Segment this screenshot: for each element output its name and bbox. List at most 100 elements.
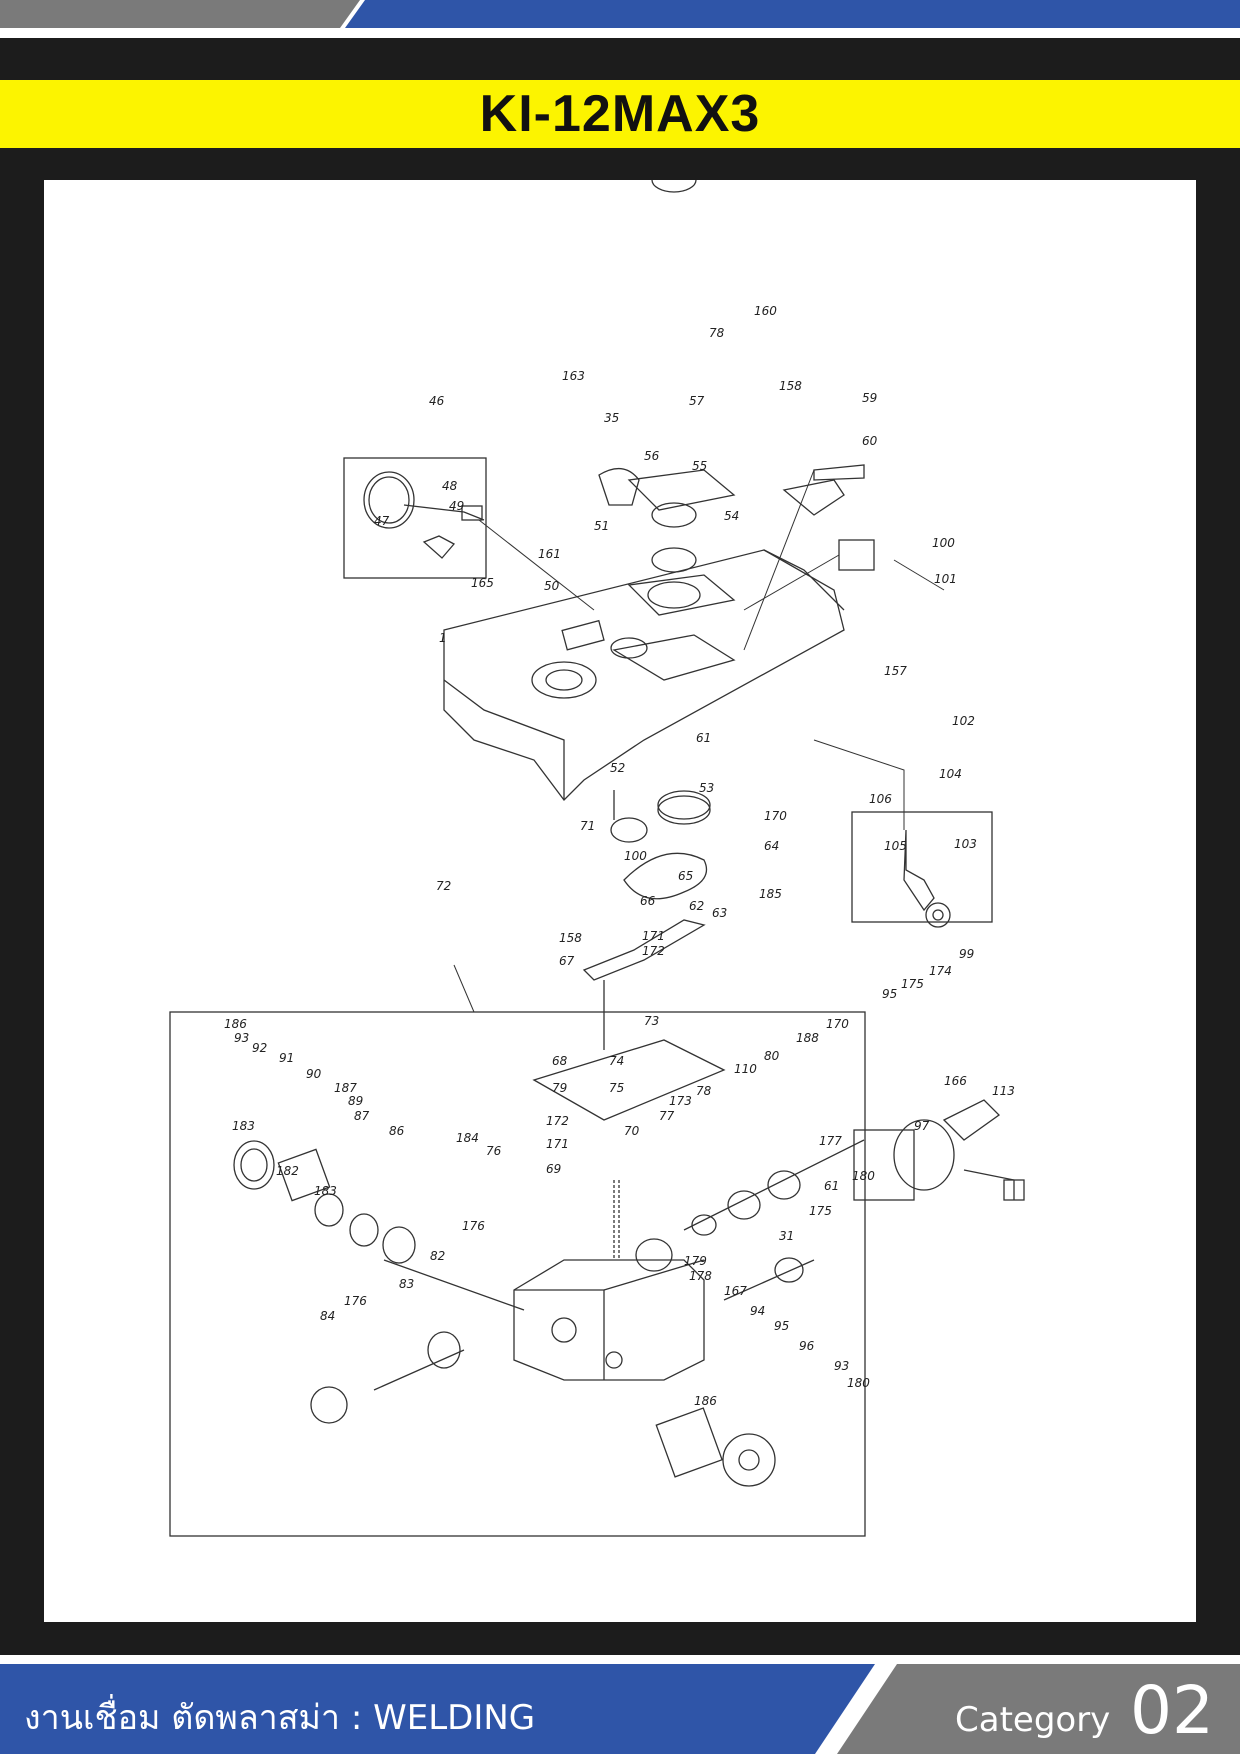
part-label: 172 <box>546 1114 569 1128</box>
part-label: 170 <box>826 1017 849 1031</box>
part-label: 176 <box>462 1219 485 1233</box>
part-label: 82 <box>430 1249 445 1263</box>
part-label: 70 <box>624 1124 640 1138</box>
part-label: 80 <box>764 1049 780 1063</box>
part-label: 186 <box>224 1017 247 1031</box>
part-label: 48 <box>442 479 458 493</box>
part-label: 95 <box>882 987 897 1001</box>
part-label: 67 <box>559 954 575 968</box>
part-label: 100 <box>932 536 955 550</box>
part-label: 64 <box>764 839 779 853</box>
part-label: 94 <box>750 1304 765 1318</box>
part-label: 78 <box>696 1084 712 1098</box>
part-label: 62 <box>689 899 704 913</box>
part-label: 68 <box>552 1054 568 1068</box>
part-label: 63 <box>712 906 727 920</box>
part-label: 71 <box>580 819 595 833</box>
part-label: 47 <box>374 514 390 528</box>
part-label: 54 <box>724 509 739 523</box>
part-label: 167 <box>724 1284 747 1298</box>
part-label: 183 <box>314 1184 337 1198</box>
part-label: 89 <box>348 1094 363 1108</box>
part-label: 57 <box>689 394 705 408</box>
part-label: 104 <box>939 767 962 781</box>
part-label: 160 <box>754 304 777 318</box>
part-label: 86 <box>389 1124 405 1138</box>
part-label: 163 <box>562 369 585 383</box>
part-label: 90 <box>306 1067 322 1081</box>
part-label: 59 <box>862 391 877 405</box>
title-banner: KI-12MAX3 <box>0 80 1240 148</box>
part-label: 170 <box>764 809 787 823</box>
page-title: KI-12MAX3 <box>479 85 761 143</box>
part-label: 171 <box>642 929 665 943</box>
top-accent-bar <box>0 0 1240 28</box>
part-label: 66 <box>640 894 656 908</box>
part-label: 78 <box>709 326 725 340</box>
part-label: 182 <box>276 1164 299 1178</box>
exploded-parts-diagram: 160 78 163 59 158 57 35 46 60 56 55 48 4… <box>44 180 1196 1622</box>
part-label: 174 <box>929 964 952 978</box>
part-label: 158 <box>779 379 802 393</box>
part-label: 93 <box>234 1031 249 1045</box>
part-label: 91 <box>279 1051 294 1065</box>
part-label: 184 <box>456 1131 479 1145</box>
part-label: 171 <box>546 1137 569 1151</box>
part-label: 61 <box>824 1179 839 1193</box>
part-label: 77 <box>659 1109 675 1123</box>
part-label: 49 <box>449 499 464 513</box>
part-label: 158 <box>559 931 582 945</box>
part-label: 55 <box>692 459 707 473</box>
part-label: 186 <box>694 1394 717 1408</box>
part-label: 178 <box>689 1269 712 1283</box>
part-label: 177 <box>819 1134 842 1148</box>
footer-bar <box>0 1664 1240 1754</box>
part-label: 79 <box>552 1081 567 1095</box>
part-label: 188 <box>796 1031 819 1045</box>
part-label: 165 <box>471 576 494 590</box>
part-label: 96 <box>799 1339 815 1353</box>
part-label: 113 <box>992 1084 1015 1098</box>
part-label: 179 <box>684 1254 707 1268</box>
part-label: 83 <box>399 1277 414 1291</box>
part-label: 100 <box>624 849 647 863</box>
part-label: 61 <box>696 731 711 745</box>
part-label: 106 <box>869 792 892 806</box>
part-label: 60 <box>862 434 878 448</box>
part-label: 185 <box>759 887 782 901</box>
part-label: 72 <box>436 879 451 893</box>
part-label: 187 <box>334 1081 357 1095</box>
part-label: 92 <box>252 1041 267 1055</box>
part-label: 103 <box>954 837 977 851</box>
category-number: 02 <box>1130 1672 1214 1749</box>
part-label: 99 <box>959 947 974 961</box>
part-label: 175 <box>901 977 924 991</box>
part-label: 87 <box>354 1109 370 1123</box>
part-label: 166 <box>944 1074 967 1088</box>
part-label: 157 <box>884 664 907 678</box>
part-label: 53 <box>699 781 714 795</box>
part-label: 172 <box>642 944 665 958</box>
part-label: 110 <box>734 1062 757 1076</box>
part-label: 1 <box>439 631 447 645</box>
part-label: 95 <box>774 1319 789 1333</box>
part-label: 65 <box>678 869 693 883</box>
part-label: 173 <box>669 1094 692 1108</box>
part-label: 101 <box>934 572 957 586</box>
part-label: 52 <box>610 761 625 775</box>
category-name: งานเชื่อม ตัดพลาสม่า : WELDING <box>24 1698 536 1738</box>
part-label: 102 <box>952 714 975 728</box>
part-label: 183 <box>232 1119 255 1133</box>
part-label: 75 <box>609 1081 624 1095</box>
part-label: 50 <box>544 579 560 593</box>
part-label: 180 <box>847 1376 870 1390</box>
category-label: Category <box>955 1700 1111 1740</box>
part-label: 180 <box>852 1169 875 1183</box>
part-label: 93 <box>834 1359 849 1373</box>
part-label: 73 <box>644 1014 659 1028</box>
part-label: 74 <box>609 1054 624 1068</box>
part-label: 161 <box>538 547 561 561</box>
part-label: 84 <box>320 1309 335 1323</box>
part-label: 76 <box>486 1144 502 1158</box>
part-label: 97 <box>914 1119 930 1133</box>
